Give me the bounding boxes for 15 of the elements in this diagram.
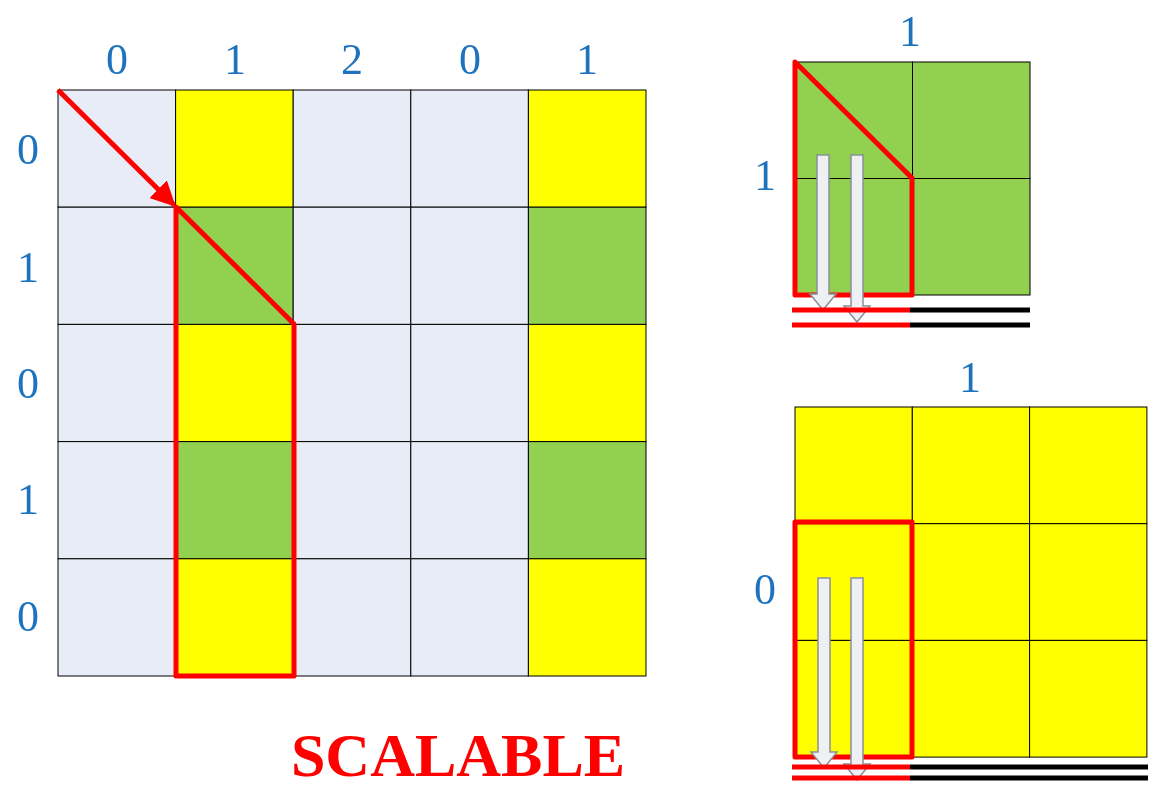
column-index: 1 <box>899 10 921 54</box>
column-index: 0 <box>459 38 481 82</box>
row-index: 0 <box>754 568 776 612</box>
row-index: 1 <box>17 478 39 522</box>
column-index: 2 <box>341 38 363 82</box>
row-index: 0 <box>17 595 39 639</box>
column-index: 0 <box>106 38 128 82</box>
row-index: 1 <box>754 154 776 198</box>
row-index: 1 <box>17 246 39 290</box>
column-index: 1 <box>959 356 981 400</box>
column-index: 1 <box>576 38 598 82</box>
row-index: 0 <box>17 362 39 406</box>
caption-text: SCALABLE <box>290 724 626 785</box>
row-index: 0 <box>17 128 39 172</box>
column-index: 1 <box>224 38 246 82</box>
